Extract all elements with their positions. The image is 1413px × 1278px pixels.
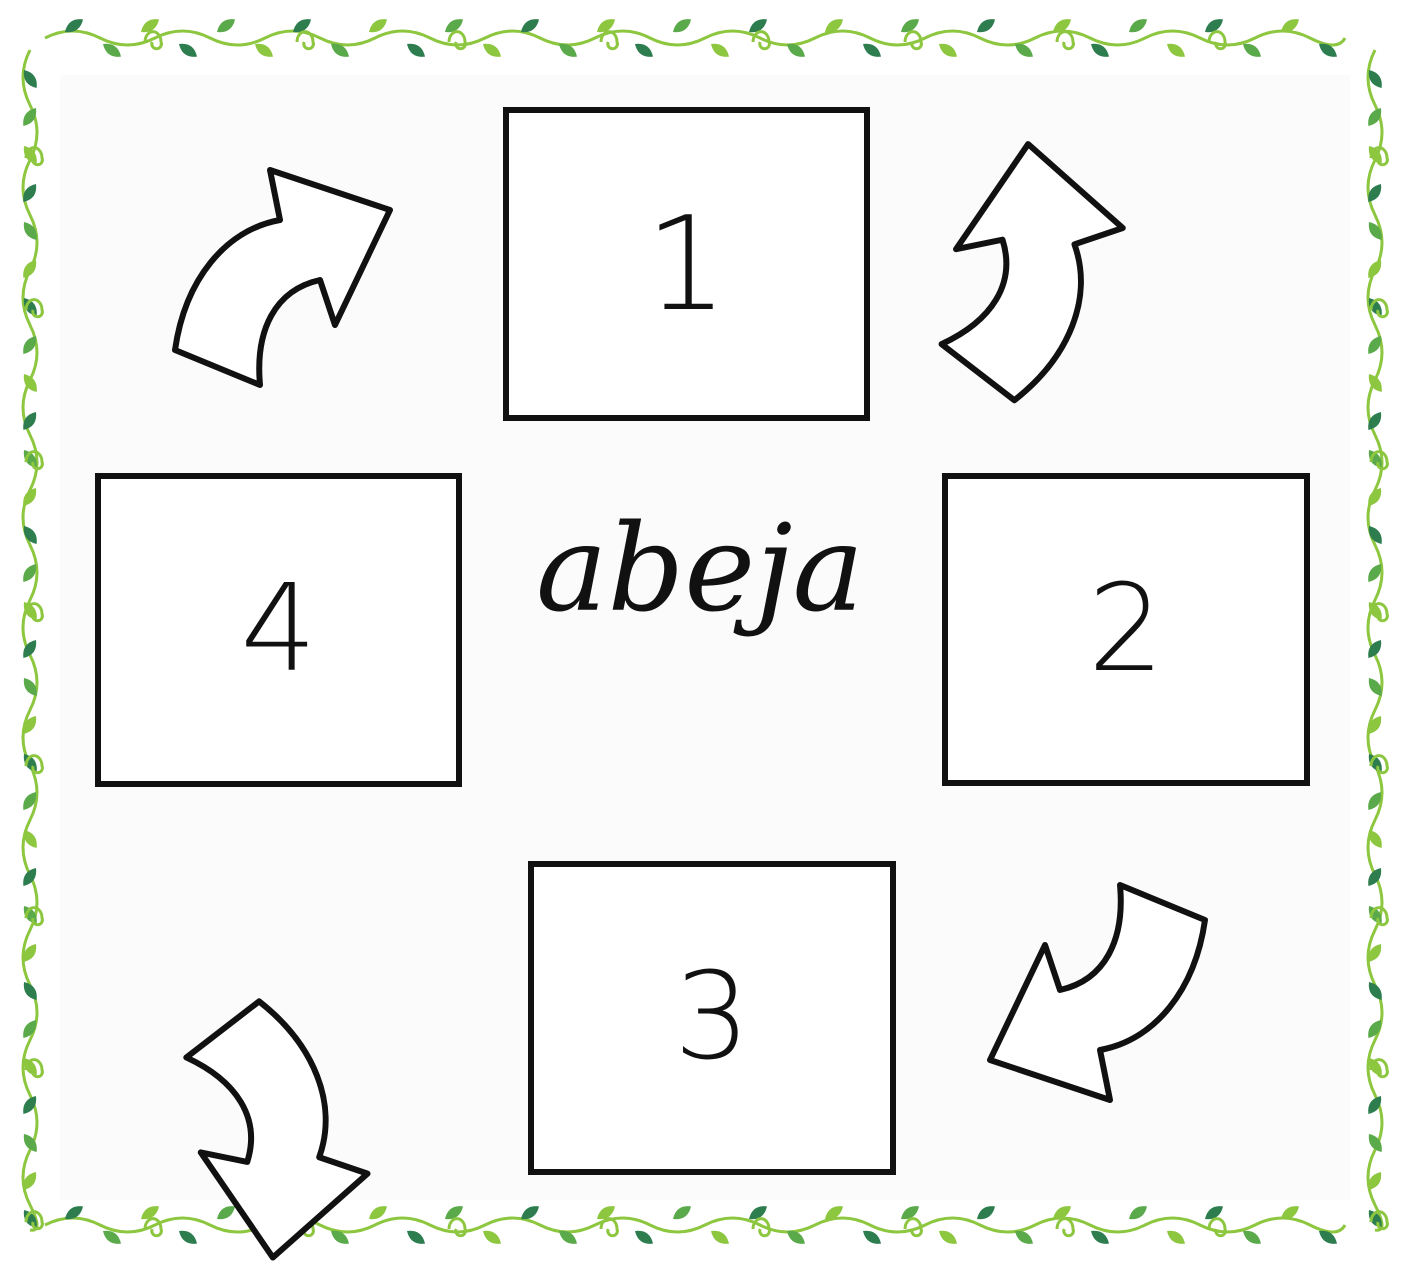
- arrow-bottom-left-icon: [121, 984, 415, 1278]
- arrow-top-left-icon: [175, 170, 390, 385]
- arrow-bottom-right-icon: [990, 885, 1205, 1100]
- arrow-top-right-icon: [877, 124, 1171, 418]
